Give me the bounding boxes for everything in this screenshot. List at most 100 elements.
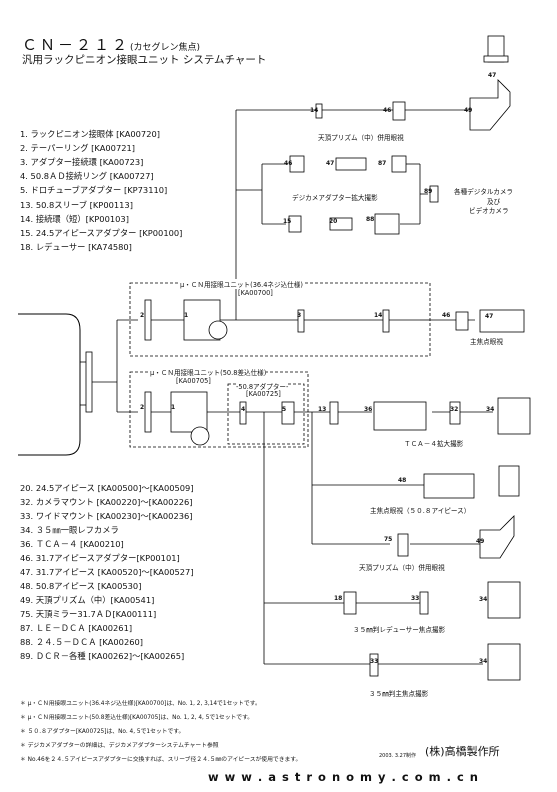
part-number: 46 (383, 107, 392, 114)
part-item: 48. 50.8アイピース [KA00530] (20, 581, 142, 591)
taper-ring-2-icon (144, 391, 152, 433)
note-item: ＊ デジカメアダプターの詳細は、デジカメアダプターシステムチャート参照 (20, 743, 219, 749)
part-item: 18. レデューサー [KA74580] (20, 242, 132, 252)
part-number: 89 (424, 188, 433, 195)
taper-ring-2-icon (144, 299, 152, 341)
label-prime-focus-visual: 主焦点眼視 (470, 338, 503, 346)
adapter-46-icon (392, 101, 406, 121)
label-adapter-code: [KA00725] (246, 390, 281, 398)
part-number: 1 (184, 312, 189, 319)
part-number: 47 (326, 160, 335, 167)
part-item: 4. 50.8ＡＤ接続リング [KA00727] (20, 171, 154, 181)
eyepiece-47-icon (335, 157, 367, 171)
adapter-15-icon (288, 215, 302, 233)
date: 2003. 3.27制作 (379, 753, 417, 759)
part-number: 20 (329, 218, 338, 225)
part-item: 49. 天頂プリズム（中）[KA00541] (20, 595, 155, 605)
part-item: 32. カメラマウント [KA00220]～[KA00226] (20, 497, 193, 507)
label-unit2-code: [KA00705] (176, 377, 211, 385)
part-number: 33 (411, 595, 420, 602)
part-number: 2 (140, 312, 145, 319)
part-number: 49 (464, 107, 473, 114)
ring-14-icon (315, 103, 323, 119)
label-unit1-code: [KA00700] (238, 289, 273, 297)
label-unit2-title: μ・ＣＮ用接眼ユニット(50.8差込仕様) (150, 367, 267, 377)
sleeve-13-icon (329, 401, 339, 425)
label-digicam-adapter: デジカメアダプター拡大撮影 (292, 194, 378, 202)
part-item: 14. 接続環（短）[KP00103] (20, 214, 129, 224)
part-number: 5 (282, 406, 287, 413)
part-item: 13. 50.8スリーブ [KP00113] (20, 200, 133, 210)
telescope-body (18, 313, 81, 456)
part-number: 47 (488, 72, 497, 79)
label-tca-photo: ＴＣＡ－４拡大撮影 (404, 440, 464, 448)
part-number: 14 (310, 107, 319, 114)
part-number: 18 (334, 595, 343, 602)
part-number: 14 (374, 312, 383, 319)
part-number: 3 (297, 312, 302, 319)
part-number: 47 (485, 313, 494, 320)
part-number: 2 (140, 404, 145, 411)
part-number: 4 (241, 406, 246, 413)
part-item: 3. アダプター接続環 [KA00723] (20, 157, 144, 167)
part-item: 2. テーパーリング [KA00721] (20, 143, 136, 153)
label-unit1-title: μ・ＣＮ用接眼ユニット(36.4ネジ込仕様) (180, 279, 303, 289)
part-number: 75 (384, 536, 393, 543)
dca-87-icon (391, 155, 407, 173)
label-reducer-photo: ３５㎜判レデューサー焦点撮影 (353, 626, 446, 634)
note-item: ＊ μ・ＣＮ用接眼ユニット(50.8差込仕様)[KA00705]は、No. 1,… (20, 715, 254, 721)
adapter-ring-3-icon (297, 309, 305, 333)
chart-title: ＣＮ－２１２(カセグレン焦点) (22, 36, 201, 54)
part-item: 87. ＬＥ－ＤＣＡ [KA00261] (20, 623, 133, 633)
part-number: 46 (442, 312, 451, 319)
telescope-focuser (85, 351, 93, 413)
adapter-46-icon (455, 311, 469, 331)
focuser-1-icon (170, 391, 208, 433)
eyepiece-20-icon (329, 217, 353, 231)
camera-mount-32-icon (449, 401, 461, 425)
part-item: 88. ２４.５－ＤＣＡ [KA00260] (20, 637, 144, 647)
ad-ring-4-icon (239, 401, 247, 425)
wide-mount-33-icon (369, 653, 379, 677)
camera-34-icon (487, 581, 521, 619)
part-number: 15 (283, 218, 292, 225)
label-prime-photo: ３５㎜判主焦点撮影 (369, 690, 429, 698)
label-adapter-title: -50.8アダプター- (236, 381, 289, 391)
part-number: 46 (284, 160, 293, 167)
part-number: 1 (171, 404, 176, 411)
dca-88-icon (374, 213, 400, 235)
part-item: 36. ＴＣＡ－４ [KA00210] (20, 539, 124, 549)
part-number: 87 (378, 160, 387, 167)
chart-subtitle: 汎用ラックピニオン接眼ユニット システムチャート (22, 54, 267, 66)
unit2-box (129, 371, 309, 448)
website-url: w w w . a s t r o n o m y . c o m . c n (208, 770, 479, 784)
part-item: 47. 31.7アイピース [KA00520]～[KA00527] (20, 567, 194, 577)
part-number: 49 (476, 538, 485, 545)
camera-34-icon (487, 643, 521, 681)
eyepiece-47-icon (498, 465, 520, 497)
part-number: 33 (370, 658, 379, 665)
eyepiece-47-icon (479, 309, 525, 333)
part-number: 36 (364, 406, 373, 413)
note-item: ＊ ５０.８アダプター[KA00725]は、No. 4, 5で1セットです。 (20, 729, 185, 735)
part-item: 33. ワイドマウント [KA00230]～[KA00236] (20, 511, 193, 521)
note-item: ＊ μ・ＣＮ用接眼ユニット(36.4ネジ込仕様)[KA00700]は、No. 1… (20, 701, 261, 707)
part-number: 34 (486, 406, 495, 413)
tca4-36-icon (373, 401, 427, 431)
drawtube-adapter-5-icon (281, 401, 295, 425)
part-number: 13 (318, 406, 327, 413)
part-item: 1. ラックピニオン接眼体 [KA00720] (20, 129, 160, 139)
note-item: ＊ No.46を２４.５アイピースアダプターに交換すれば、スリーブ径２４.５㎜の… (20, 757, 302, 763)
label-zenith-prism-mid: 天頂プリズム（中）併用眼視 (359, 564, 445, 572)
part-number: 34 (479, 596, 488, 603)
camera-34-icon (497, 397, 531, 435)
prism-49-icon (479, 515, 515, 559)
reducer-18-icon (343, 591, 357, 615)
wide-mount-33-icon (419, 591, 429, 615)
dcr-89-icon (429, 185, 439, 203)
ring-14-icon (382, 309, 390, 333)
part-item: 5. ドロチューブアダプター [KP73110] (20, 185, 168, 195)
part-number: 88 (366, 216, 375, 223)
part-number: 34 (479, 658, 488, 665)
